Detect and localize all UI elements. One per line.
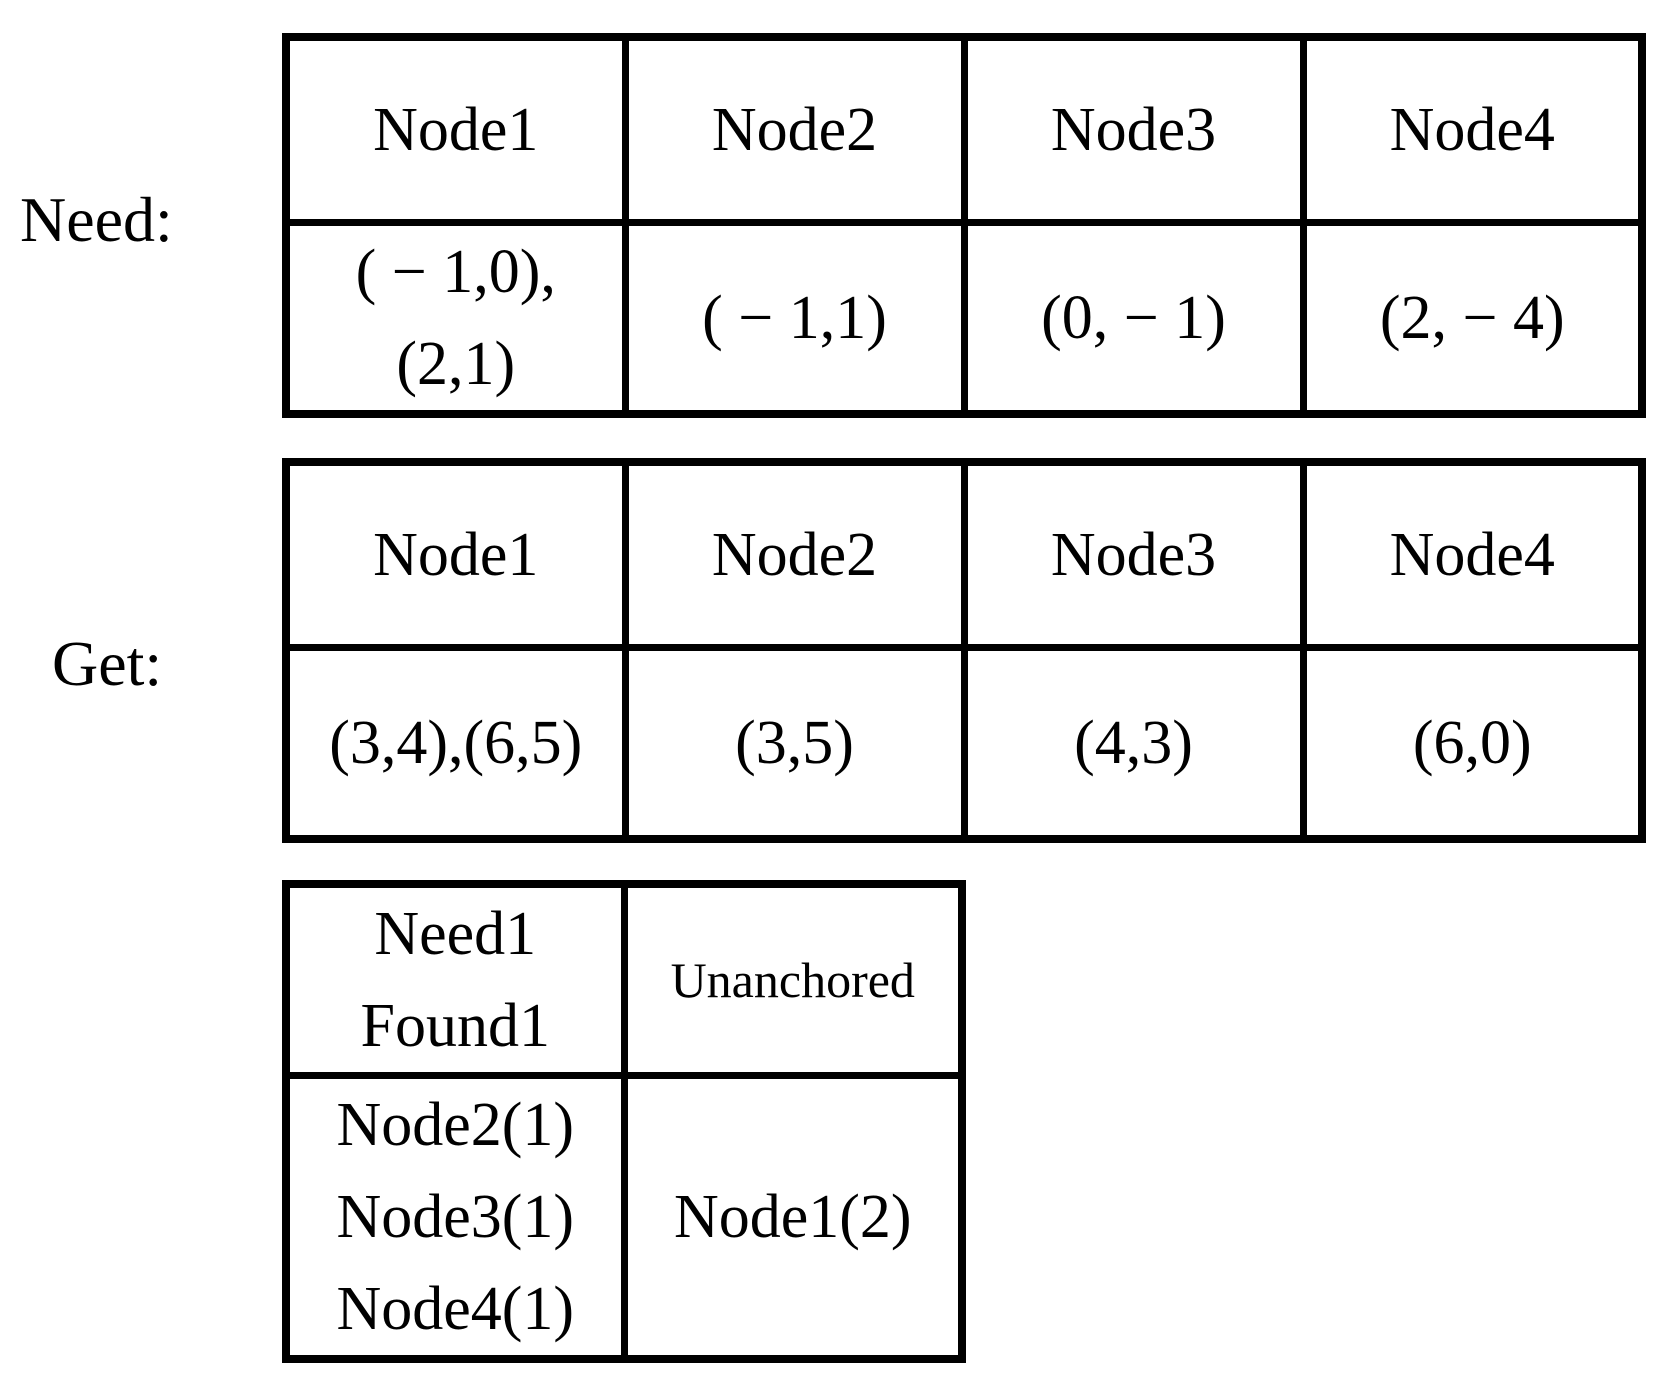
- get-table-cell-node1: (3,4),(6,5): [282, 644, 629, 843]
- anchor-table-header-row: Need1 Found1 Unanchored: [282, 880, 966, 1079]
- need-table-header-node1: Node1: [282, 33, 629, 226]
- get-table: Node1 Node2 Node3 Node4 (3,4),(6,5) (3,5…: [282, 458, 1646, 843]
- cell-line: (6,0): [1412, 709, 1532, 777]
- header-label: Unanchored: [670, 952, 915, 1008]
- get-table-header-node2: Node2: [621, 458, 968, 651]
- get-table-header-node4: Node4: [1299, 458, 1646, 651]
- anchor-table-cell-found: Node2(1) Node3(1) Node4(1): [282, 1072, 628, 1363]
- get-table-header-row: Node1 Node2 Node3 Node4: [282, 458, 1646, 651]
- cell-line: (3,5): [735, 709, 854, 777]
- cell-line: (0, − 1): [1041, 284, 1226, 352]
- anchor-table-header-need1-found1: Need1 Found1: [282, 880, 628, 1079]
- get-table-header-node1: Node1: [282, 458, 629, 651]
- cell-line: (4,3): [1074, 709, 1193, 777]
- need-table-header-row: Node1 Node2 Node3 Node4: [282, 33, 1646, 226]
- anchor-table-data-row: Node2(1) Node3(1) Node4(1) Node1(2): [282, 1072, 966, 1363]
- cell-line: (3,4),(6,5): [329, 709, 583, 777]
- need-table-cell-node4: (2, − 4): [1299, 219, 1646, 418]
- header-label: Node1: [373, 96, 539, 164]
- need-table-cell-node1: ( − 1,0), (2,1): [282, 219, 629, 418]
- get-table-data-row: (3,4),(6,5) (3,5) (4,3) (6,0): [282, 644, 1646, 843]
- cell-line: Node2(1): [336, 1091, 575, 1159]
- header-line: Need1: [374, 900, 537, 968]
- get-label: Get:: [52, 628, 163, 699]
- need-table-header-node4: Node4: [1299, 33, 1646, 226]
- header-label: Node4: [1389, 521, 1555, 589]
- need-table: Node1 Node2 Node3 Node4 ( − 1,0), (2,1) …: [282, 33, 1646, 418]
- anchor-summary-table: Need1 Found1 Unanchored Node2(1) Node3(1…: [282, 880, 966, 1363]
- need-table-cell-node2: ( − 1,1): [621, 219, 968, 418]
- cell-line: (2,1): [396, 330, 516, 398]
- get-table-header-node3: Node3: [960, 458, 1307, 651]
- header-label: Node2: [711, 521, 878, 589]
- cell-line: (2, − 4): [1379, 284, 1565, 352]
- header-label: Node1: [373, 521, 539, 589]
- header-label: Node4: [1389, 96, 1555, 164]
- header-line: Found1: [360, 992, 550, 1060]
- anchor-table-header-unanchored: Unanchored: [620, 880, 966, 1079]
- cell-line: Node4(1): [336, 1275, 575, 1343]
- need-table-cell-node3: (0, − 1): [960, 219, 1307, 418]
- anchor-table-cell-unanchored: Node1(2): [620, 1072, 966, 1363]
- header-label: Node3: [1050, 521, 1217, 589]
- get-table-cell-node4: (6,0): [1299, 644, 1646, 843]
- cell-line: Node3(1): [336, 1183, 575, 1251]
- cell-line: Node1(2): [673, 1183, 912, 1251]
- need-table-header-node3: Node3: [960, 33, 1307, 226]
- header-label: Node3: [1050, 96, 1217, 164]
- cell-line: ( − 1,0),: [355, 238, 556, 306]
- cell-line: ( − 1,1): [702, 284, 887, 352]
- header-label: Node2: [711, 96, 878, 164]
- need-label: Need:: [20, 184, 173, 255]
- get-table-cell-node3: (4,3): [960, 644, 1307, 843]
- need-table-data-row: ( − 1,0), (2,1) ( − 1,1) (0, − 1) (2, − …: [282, 219, 1646, 418]
- need-table-header-node2: Node2: [621, 33, 968, 226]
- get-table-cell-node2: (3,5): [621, 644, 968, 843]
